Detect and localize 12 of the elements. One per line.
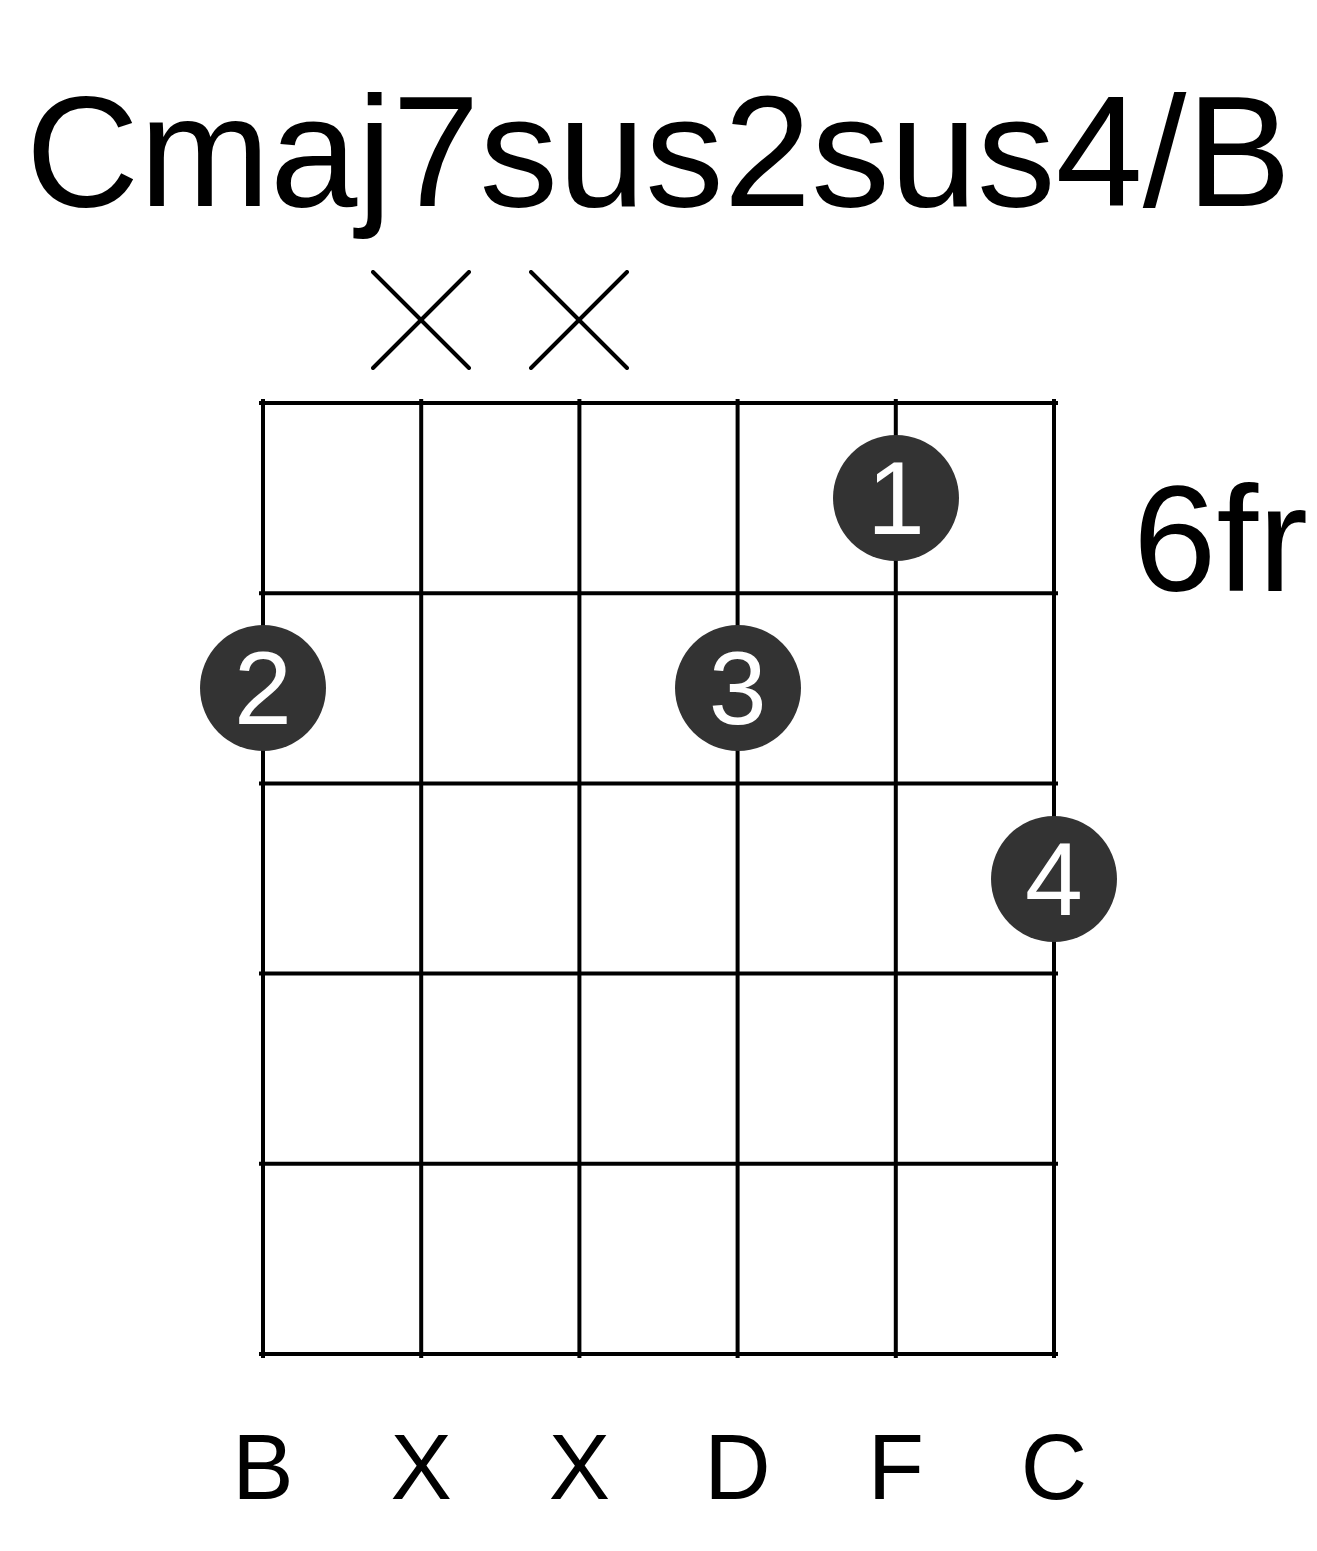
- string-note-label: B: [231, 1421, 295, 1513]
- string-note-label: D: [703, 1421, 772, 1513]
- string-note-label: X: [389, 1421, 453, 1513]
- finger-number: 3: [708, 636, 767, 741]
- finger-number: 2: [234, 636, 292, 741]
- chord-title: Cmaj7sus2sus4/B: [25, 63, 1292, 241]
- string-note-label: X: [547, 1421, 612, 1513]
- finger-number: 4: [1025, 826, 1083, 931]
- string-note-label: C: [1019, 1421, 1089, 1513]
- fret-position-label: 6fr: [1133, 464, 1309, 614]
- string-note-label: F: [866, 1421, 925, 1513]
- finger-number: 1: [866, 446, 925, 551]
